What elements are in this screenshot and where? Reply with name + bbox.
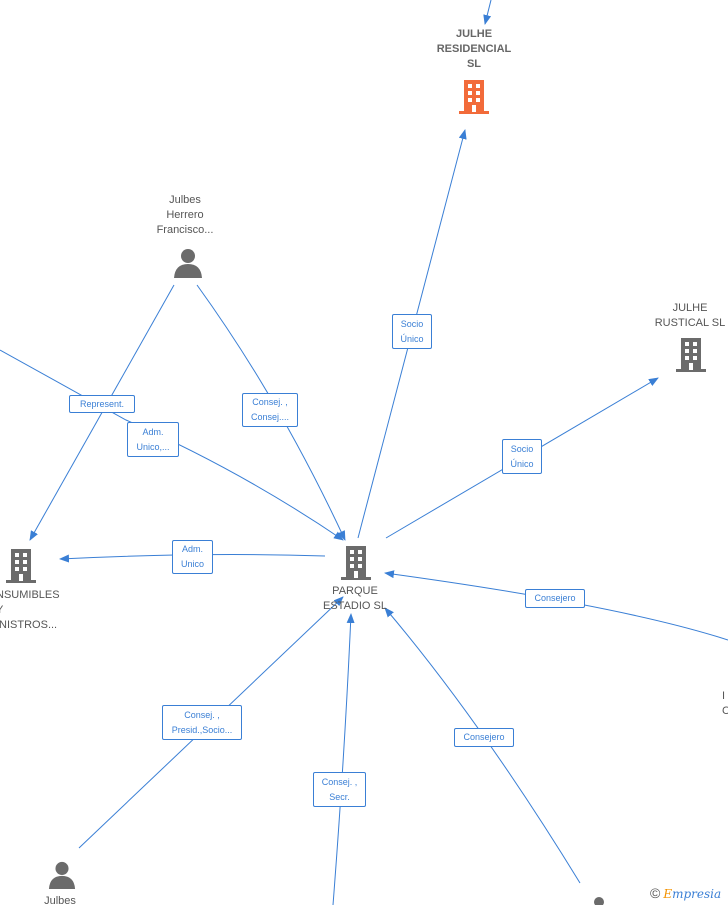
empresia-watermark: ©Empresia bbox=[650, 885, 721, 901]
edge-label-consej-secr[interactable]: Consej. , Secr. bbox=[313, 772, 366, 807]
copyright-symbol: © bbox=[650, 885, 661, 901]
node-label-consumibles[interactable]: NSUMIBLES Y INISTROS... bbox=[0, 589, 60, 631]
person-icon[interactable] bbox=[173, 248, 203, 278]
node-label-julhe-residencial[interactable]: JULHE RESIDENCIAL SL bbox=[436, 28, 512, 70]
edge-label-consej-herrero[interactable]: Consej. , Consej.... bbox=[242, 393, 298, 427]
edge-label-socio-unico-residencial[interactable]: Socio Único bbox=[392, 314, 432, 349]
building-icon[interactable] bbox=[676, 338, 706, 372]
edge-label-adm-unico-consumibles[interactable]: Adm. Unico bbox=[172, 540, 213, 574]
edge-label-socio-unico-rustical[interactable]: Socio Único bbox=[502, 439, 542, 474]
node-label-julbes-bottom[interactable]: Julbes bbox=[44, 895, 76, 907]
edge-label-consejero-bottom[interactable]: Consejero bbox=[454, 728, 514, 747]
node-label-julbes-herrero[interactable]: Julbes Herrero Francisco... bbox=[156, 194, 214, 236]
empresia-logo-first: E bbox=[663, 887, 673, 901]
edge-consejero-right bbox=[384, 570, 728, 641]
edge-label-consej-presid[interactable]: Consej. , Presid.,Socio... bbox=[162, 705, 242, 740]
edge-top-incoming bbox=[483, 0, 492, 25]
edge-label-consejero-right[interactable]: Consejero bbox=[525, 589, 585, 608]
empresia-logo-rest: mpresia bbox=[672, 887, 722, 901]
building-icon[interactable] bbox=[341, 546, 371, 580]
building-icon[interactable] bbox=[459, 80, 489, 114]
edge-label-adm-unico-external[interactable]: Adm. Unico,... bbox=[127, 422, 179, 457]
node-label-parque-estadio[interactable]: PARQUE ESTADIO SL bbox=[323, 585, 387, 612]
node-label-julhe-rustical[interactable]: JULHE RUSTICAL SL bbox=[654, 302, 726, 329]
edge-label-represent[interactable]: Represent. bbox=[69, 395, 135, 413]
node-label-right-partial[interactable]: I C bbox=[722, 690, 728, 717]
person-icon[interactable] bbox=[48, 860, 76, 890]
building-icon[interactable] bbox=[6, 549, 36, 583]
person-icon[interactable] bbox=[588, 895, 610, 905]
edge-consej-secr bbox=[332, 613, 355, 905]
